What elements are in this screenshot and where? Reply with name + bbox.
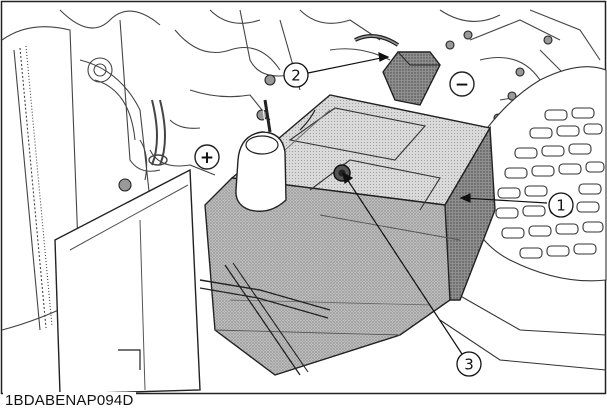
- negative-terminal-cover: [354, 34, 441, 106]
- positive-terminal-cover: [235, 99, 316, 212]
- battery-bracket: [54, 168, 201, 395]
- svg-text:−: −: [455, 75, 469, 95]
- callout-2: 2: [283, 62, 309, 88]
- callout-1: 1: [548, 192, 574, 218]
- svg-text:3: 3: [464, 356, 474, 374]
- positive-terminal-symbol: +: [194, 144, 220, 170]
- callout-3: 3: [456, 351, 482, 377]
- negative-terminal-symbol: −: [449, 71, 475, 97]
- engine-background-art: [1, 9, 601, 331]
- svg-text:1: 1: [556, 197, 566, 215]
- svg-text:+: +: [200, 148, 214, 168]
- svg-text:2: 2: [291, 67, 301, 85]
- battery-side-face: [444, 125, 496, 301]
- leader-lines: [307, 52, 548, 355]
- figure-code: 1BDABENAP094D: [3, 392, 136, 409]
- radiator-grille: [439, 66, 607, 371]
